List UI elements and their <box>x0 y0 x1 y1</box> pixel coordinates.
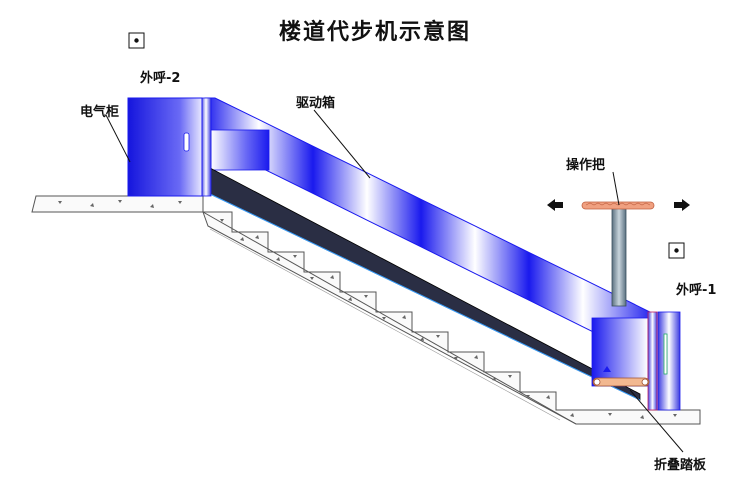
concrete-speck <box>276 257 280 261</box>
drive-box <box>204 97 651 401</box>
concrete-speck <box>220 219 224 222</box>
arrow-left-icon <box>547 199 563 211</box>
concrete-speck <box>240 237 244 241</box>
concrete-speck <box>150 204 154 208</box>
concrete-speck <box>402 315 406 319</box>
call-button-icon <box>128 32 145 49</box>
concrete-speck <box>546 395 550 399</box>
call-button-icon <box>668 242 685 259</box>
concrete-speck <box>364 295 368 298</box>
concrete-speck <box>420 337 424 341</box>
leader-lines <box>105 109 684 453</box>
concrete-speck <box>526 395 530 398</box>
concrete-speck <box>640 415 644 419</box>
label-call-1: 外呼-1 <box>676 283 717 298</box>
concrete-speck <box>310 277 314 280</box>
concrete-speck <box>474 355 478 359</box>
label-pedal: 折叠踏板 <box>654 458 707 473</box>
lower-posts <box>647 311 681 411</box>
label-call-2: 外呼-2 <box>140 71 181 86</box>
label-handle: 操作把 <box>566 158 606 173</box>
concrete-speck <box>255 235 259 239</box>
concrete-speck <box>293 255 297 258</box>
concrete-staircase <box>31 195 701 425</box>
arrow-right-icon <box>674 199 690 211</box>
operation-handle <box>581 201 655 307</box>
concrete-speck <box>178 201 182 204</box>
concrete-speck <box>673 414 677 417</box>
cabinet-handle <box>183 132 190 152</box>
label-cabinet: 电气柜 <box>80 105 120 120</box>
concrete-speck <box>492 377 496 381</box>
concrete-speck <box>608 413 612 416</box>
concrete-speck <box>90 203 94 207</box>
concrete-speck <box>118 200 122 203</box>
concrete-texture <box>58 200 677 419</box>
folding-pedal <box>592 366 650 387</box>
concrete-speck <box>508 375 512 378</box>
concrete-speck <box>454 357 458 360</box>
concrete-speck <box>348 297 352 301</box>
label-drive-box: 驱动箱 <box>296 96 336 111</box>
concrete-speck <box>436 335 440 338</box>
electrical-cabinet <box>127 97 203 197</box>
concrete-speck <box>570 413 574 417</box>
concrete-speck <box>58 201 62 204</box>
page-title: 楼道代步机示意图 <box>278 20 471 45</box>
concrete-speck <box>330 275 334 279</box>
concrete-speck <box>382 317 386 320</box>
